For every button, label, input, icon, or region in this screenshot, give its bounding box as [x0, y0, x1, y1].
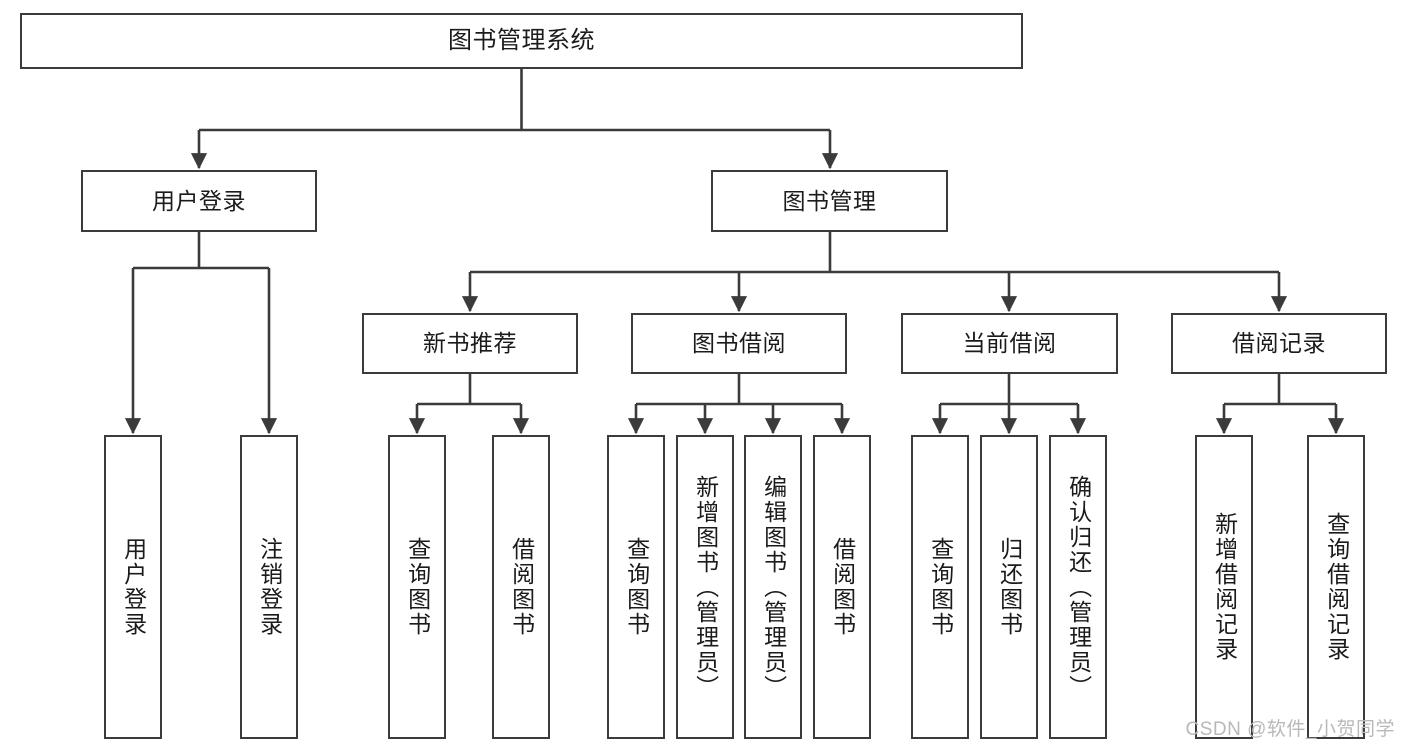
node-current-borrow[interactable]: 当前借阅 — [901, 313, 1118, 374]
node-leaf-confirm-return[interactable]: 确认归还（管理员） — [1049, 435, 1107, 739]
node-borrow-record[interactable]: 借阅记录 — [1171, 313, 1387, 374]
node-new-book-recommend[interactable]: 新书推荐 — [362, 313, 578, 374]
watermark: CSDN @软件_小贺同学 — [1185, 719, 1395, 740]
node-leaf-borrow-book-2-label: 借阅图书 — [829, 537, 856, 637]
node-leaf-add-book-label: 新增图书（管理员） — [692, 474, 719, 700]
node-book-manage[interactable]: 图书管理 — [711, 170, 948, 232]
node-leaf-return-book[interactable]: 归还图书 — [980, 435, 1038, 739]
node-leaf-confirm-return-label: 确认归还（管理员） — [1065, 474, 1092, 700]
node-leaf-user-login-label: 用户登录 — [120, 537, 147, 637]
node-leaf-borrow-book-1-label: 借阅图书 — [508, 537, 535, 637]
node-leaf-query-book-3-label: 查询图书 — [927, 537, 954, 637]
node-leaf-query-record[interactable]: 查询借阅记录 — [1307, 435, 1365, 739]
node-leaf-query-book-2[interactable]: 查询图书 — [607, 435, 665, 739]
node-borrow-record-label: 借阅记录 — [1232, 330, 1326, 356]
node-user-login[interactable]: 用户登录 — [81, 170, 317, 232]
node-leaf-logout-label: 注销登录 — [256, 537, 283, 637]
node-leaf-query-book-3[interactable]: 查询图书 — [911, 435, 969, 739]
node-new-book-recommend-label: 新书推荐 — [423, 330, 517, 356]
node-leaf-return-book-label: 归还图书 — [996, 537, 1023, 637]
node-leaf-query-record-label: 查询借阅记录 — [1323, 512, 1350, 662]
node-leaf-query-book-2-label: 查询图书 — [623, 537, 650, 637]
node-book-borrow[interactable]: 图书借阅 — [631, 313, 847, 374]
node-leaf-borrow-book-1[interactable]: 借阅图书 — [492, 435, 550, 739]
node-leaf-user-login[interactable]: 用户登录 — [104, 435, 162, 739]
node-leaf-borrow-book-2[interactable]: 借阅图书 — [813, 435, 871, 739]
node-current-borrow-label: 当前借阅 — [962, 330, 1057, 356]
node-root-label: 图书管理系统 — [448, 27, 595, 54]
node-leaf-query-book-1[interactable]: 查询图书 — [388, 435, 446, 739]
node-user-login-label: 用户登录 — [152, 187, 246, 214]
node-leaf-add-record[interactable]: 新增借阅记录 — [1195, 435, 1253, 739]
node-leaf-edit-book[interactable]: 编辑图书（管理员） — [744, 435, 802, 739]
node-leaf-add-book[interactable]: 新增图书（管理员） — [676, 435, 734, 739]
node-book-manage-label: 图书管理 — [782, 187, 877, 214]
node-leaf-edit-book-label: 编辑图书（管理员） — [760, 474, 787, 700]
node-leaf-query-book-1-label: 查询图书 — [404, 537, 431, 637]
node-book-borrow-label: 图书借阅 — [692, 330, 786, 356]
node-root[interactable]: 图书管理系统 — [20, 13, 1023, 69]
node-leaf-logout[interactable]: 注销登录 — [240, 435, 298, 739]
node-leaf-add-record-label: 新增借阅记录 — [1211, 512, 1238, 662]
